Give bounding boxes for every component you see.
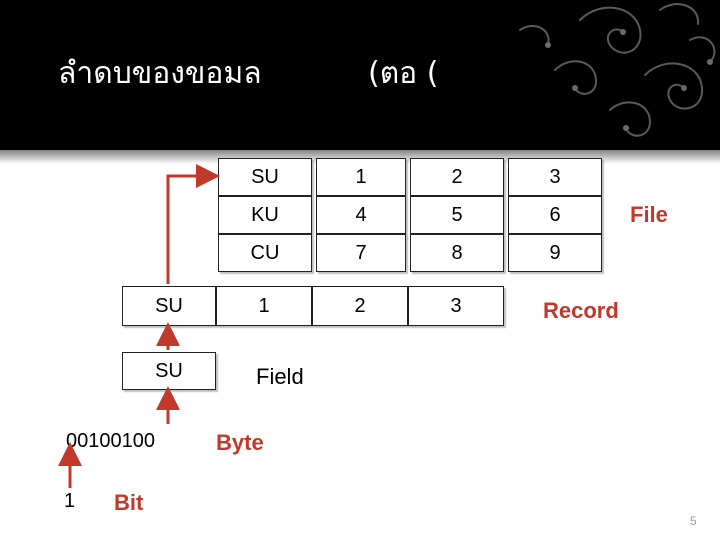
record-label: Record: [543, 298, 619, 323]
bit-label: Bit: [114, 490, 144, 515]
slide-number: 5: [690, 514, 697, 528]
file-cell: SU: [218, 158, 312, 196]
slide-title: ลำดบของขอมล: [58, 56, 262, 91]
file-label: File: [630, 202, 668, 227]
file-cell: 6: [508, 196, 602, 234]
swirl-ornament-icon: [519, 3, 716, 137]
byte-value: 00100100: [66, 430, 155, 452]
file-cell: 5: [410, 196, 504, 234]
file-cell: 2: [410, 158, 504, 196]
field-cell: SU: [122, 352, 216, 390]
bit-value: 1: [64, 490, 76, 512]
record-cell: SU: [122, 286, 216, 326]
record-cell: 1: [216, 286, 312, 326]
record-to-file-arrow: [166, 164, 220, 284]
file-cell: 1: [316, 158, 406, 196]
file-cell: 8: [410, 234, 504, 272]
file-cell: CU: [218, 234, 312, 272]
file-cell: 4: [316, 196, 406, 234]
slide-title-continued: (ตอ (: [368, 56, 439, 91]
file-cell: 3: [508, 158, 602, 196]
slide-header: ลำดบของขอมล (ตอ (: [0, 0, 720, 150]
record-cell: 2: [312, 286, 408, 326]
field-label: Field: [256, 364, 304, 389]
file-cell: 9: [508, 234, 602, 272]
file-cell: 7: [316, 234, 406, 272]
byte-label: Byte: [216, 430, 264, 455]
file-cell: KU: [218, 196, 312, 234]
record-cell: 3: [408, 286, 504, 326]
